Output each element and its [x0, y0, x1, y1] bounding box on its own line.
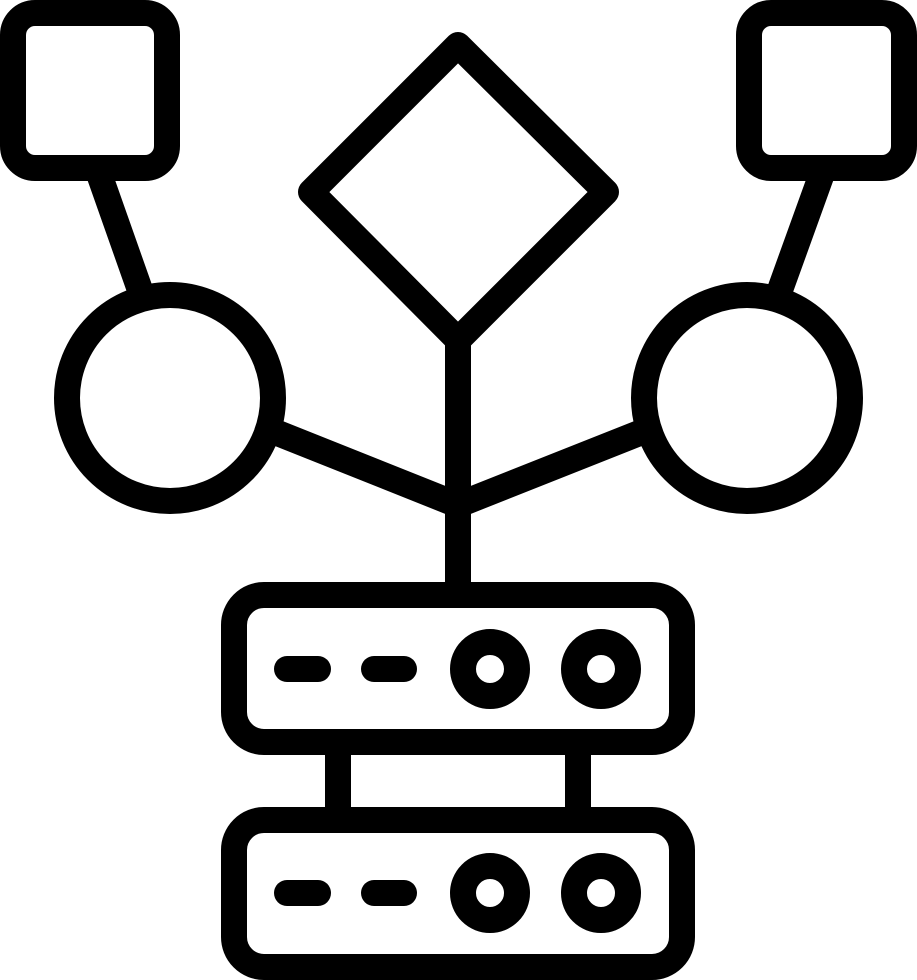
left-square-connector: [84, 155, 153, 303]
right-branch-line: [445, 417, 660, 518]
left-square-node: [0, 0, 180, 181]
right-square-connector: [767, 155, 837, 303]
lower-server-unit: [221, 807, 695, 980]
center-diamond-node: [298, 32, 619, 353]
right-square-node: [736, 0, 917, 181]
left-circle-node: [54, 282, 286, 514]
upper-server-button-2: [561, 629, 641, 709]
right-circle-node: [631, 282, 863, 514]
upper-server-button-1: [450, 629, 530, 709]
left-branch-line: [257, 417, 471, 518]
upper-server-unit: [221, 582, 695, 755]
lower-server-button-2: [561, 853, 641, 933]
lower-server-button-1: [450, 853, 530, 933]
